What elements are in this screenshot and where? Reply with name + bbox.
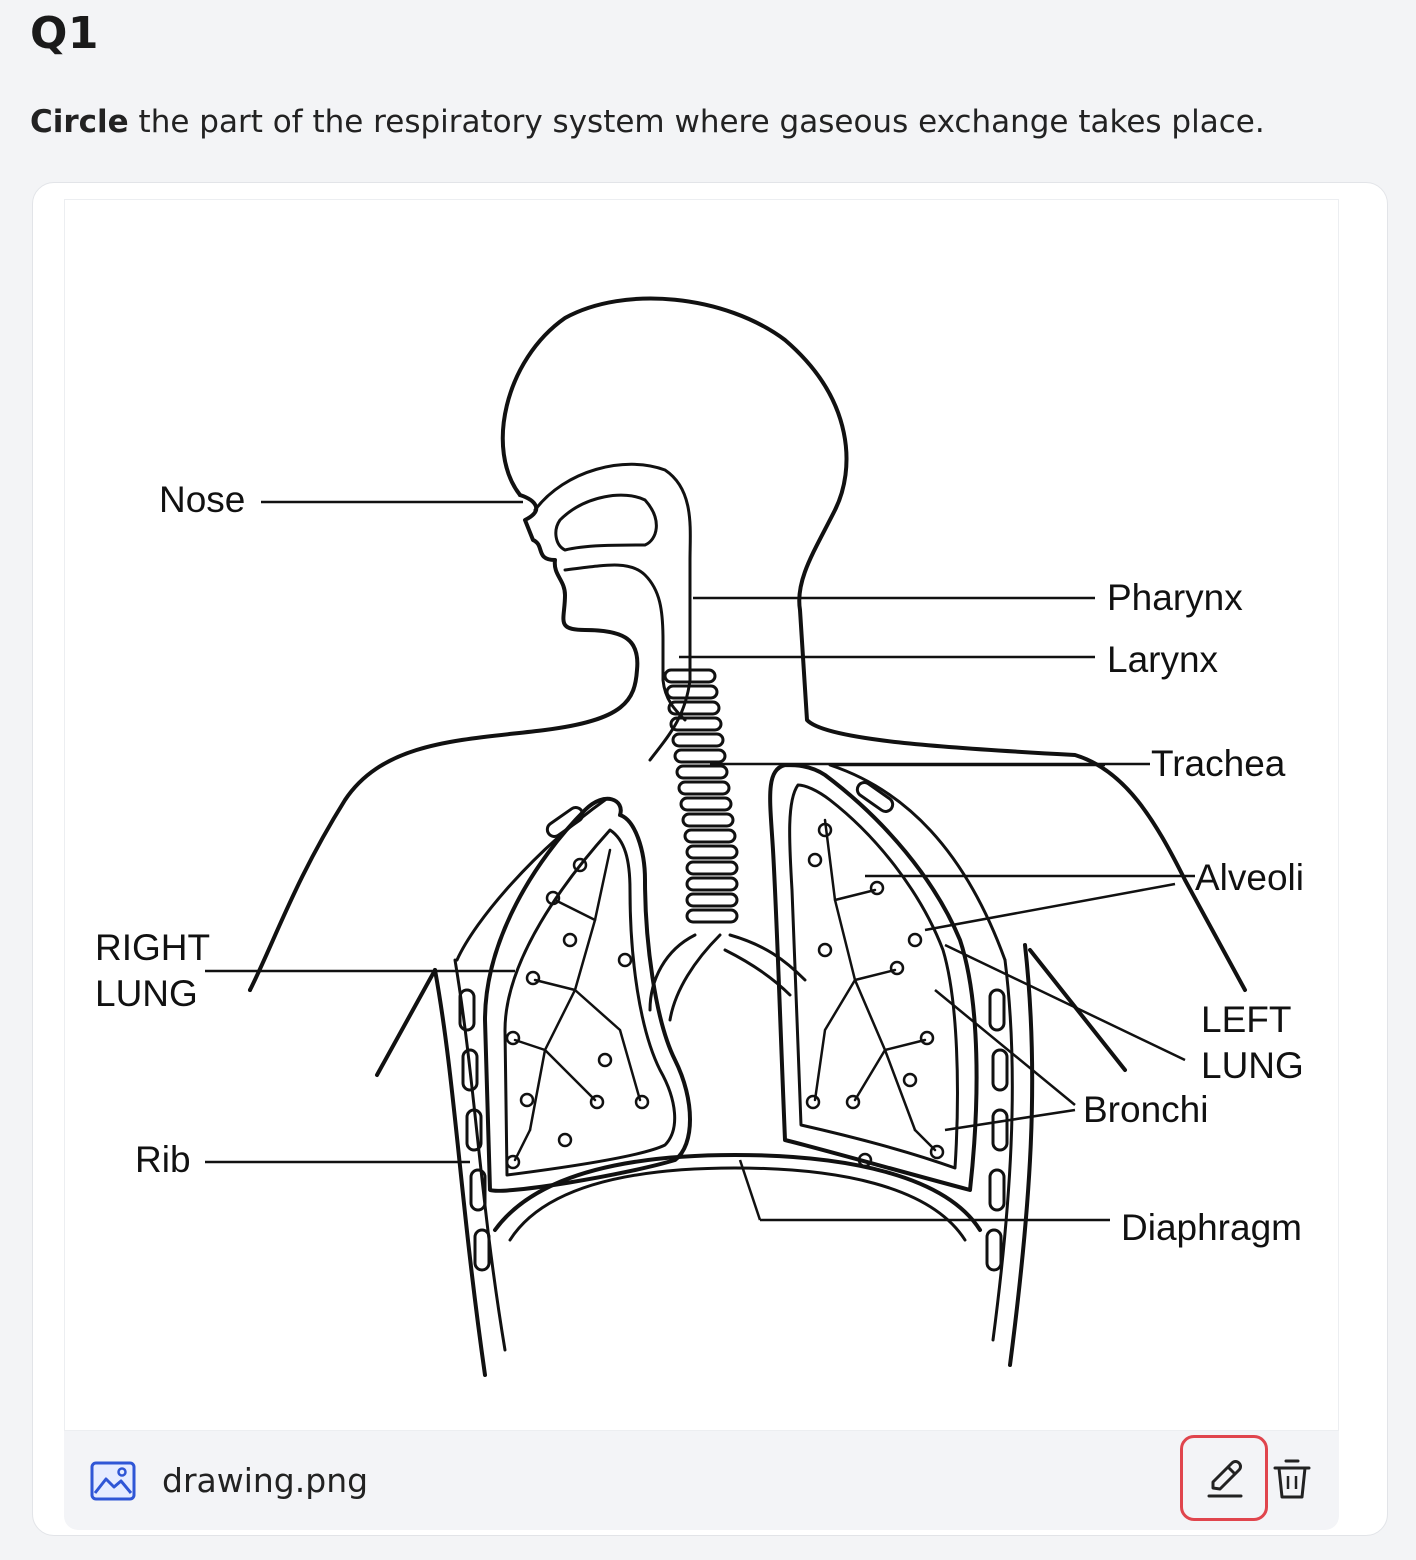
label-diaphragm: Diaphragm	[1121, 1207, 1302, 1248]
bronchiole-tree-left	[805, 818, 945, 1168]
label-trachea: Trachea	[1151, 743, 1286, 784]
label-right-lung-line1: RIGHT	[95, 927, 210, 968]
label-larynx: Larynx	[1107, 639, 1219, 680]
label-left-lung-line2: LUNG	[1201, 1045, 1304, 1086]
trachea-rings	[663, 668, 739, 924]
rib-segments	[458, 781, 1009, 1272]
question-prompt: Circle the part of the respiratory syste…	[30, 104, 1265, 140]
left-lung	[768, 763, 979, 1192]
bronchus-right	[648, 933, 722, 1022]
rib-cage-left	[1008, 943, 1035, 1367]
edit-drawing-button[interactable]	[1180, 1435, 1268, 1521]
question-number: Q1	[30, 8, 100, 59]
label-bronchi: Bronchi	[1083, 1089, 1208, 1130]
rib-cage-right	[433, 968, 487, 1377]
label-pharynx: Pharynx	[1107, 577, 1243, 618]
bronchus-left	[723, 933, 807, 997]
trash-icon[interactable]	[1270, 1455, 1314, 1503]
respiratory-system-diagram: Nose Pharynx Larynx Trachea Alveoli RIGH…	[95, 296, 1304, 1377]
attachment-bar: drawing.png	[64, 1431, 1339, 1530]
diaphragm	[493, 1153, 982, 1232]
question-emphasis: Circle	[30, 104, 129, 140]
pencil-icon	[1207, 1460, 1243, 1498]
image-icon	[90, 1461, 136, 1501]
nasal-cavity	[533, 462, 692, 762]
face-outline	[248, 493, 640, 992]
bronchiole-tree-right	[505, 848, 650, 1170]
question-text: the part of the respiratory system where…	[128, 104, 1265, 140]
attachment-file-name[interactable]: drawing.png	[162, 1461, 369, 1500]
label-nose: Nose	[159, 479, 245, 520]
label-rib: Rib	[135, 1139, 191, 1180]
label-alveoli: Alveoli	[1195, 857, 1304, 898]
head-outline	[500, 296, 1247, 992]
label-right-lung-line2: LUNG	[95, 973, 198, 1014]
diagram-image: Nose Pharynx Larynx Trachea Alveoli RIGH…	[64, 199, 1339, 1431]
label-left-lung-line1: LEFT	[1201, 999, 1291, 1040]
